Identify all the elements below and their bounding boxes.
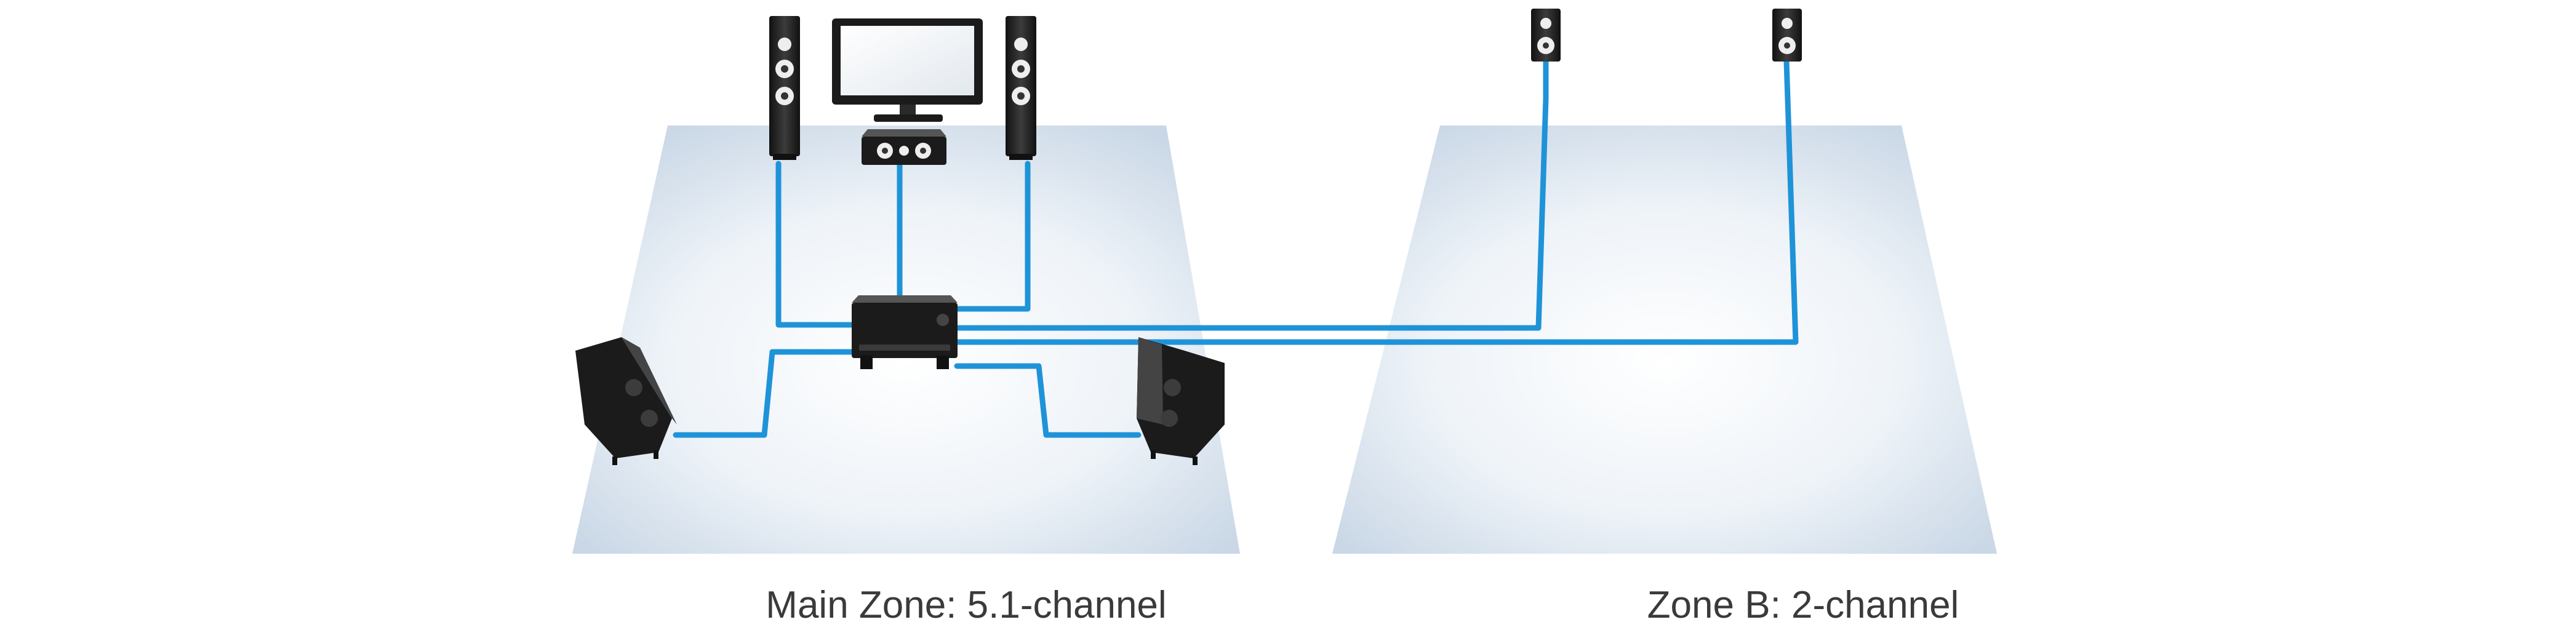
cable-surround-left [673,349,855,438]
tv-icon [832,18,983,122]
zone-b-left-speaker-icon [1531,9,1561,62]
cable-front-right [954,161,1031,312]
surround-right-speaker-icon [1137,337,1225,465]
surround-left-speaker-icon [575,337,677,465]
speaker-cables [673,58,1799,438]
front-right-speaker-icon [1006,16,1036,160]
cable-zone-b-right [954,58,1799,345]
front-left-speaker-icon [769,16,800,160]
main-zone-label: Main Zone: 5.1-channel [766,584,1167,626]
cable-surround-right [954,363,1142,438]
cable-zone-b-left [954,58,1549,331]
zone-b-label: Zone B: 2-channel [1647,584,1959,626]
av-receiver-icon [852,295,958,369]
center-speaker-icon [862,129,946,165]
cable-front-left [775,161,855,328]
zone-b-right-speaker-icon [1772,9,1802,62]
